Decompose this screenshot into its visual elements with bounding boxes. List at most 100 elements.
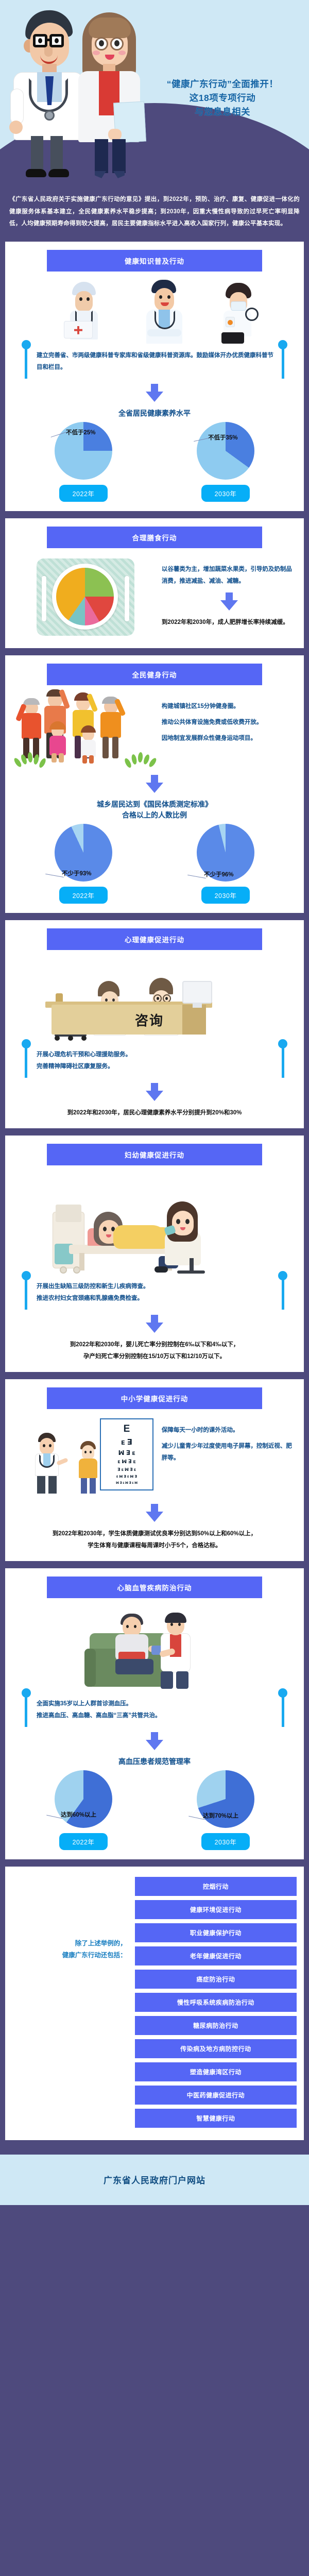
pie-bp-2030: [197, 1770, 254, 1828]
exercising-family-illustration: [12, 689, 159, 770]
section-reasonable-diet: 合理膳食行动 以谷薯类为主，增加蔬菜水果类，引导奶及奶制品消费，推进减盐、减油、…: [5, 518, 304, 648]
section-title-maternal-child: 妇幼健康促进行动: [47, 1143, 262, 1165]
action-item-occupational-health[interactable]: 职业健康保护行动: [134, 1923, 297, 1942]
pie-fitness-2030: [197, 823, 254, 882]
pie-fitness-2022: [55, 823, 112, 882]
year-pill-2022: 2022年: [59, 484, 108, 502]
mental-body-2: 完善精神障碍社区康复服务。: [37, 1063, 114, 1070]
action-item-healthy-environment[interactable]: 健康环境促进行动: [134, 1900, 297, 1919]
section-school-health: 中小学健康促进行动 E ᴇ ꓱ ꟽ ꓱ ᴇ ᴇ ꟽ ꓱ ᴇ ꓱ ᴇ ꟽ ꓱ ᴇ …: [5, 1379, 304, 1561]
section-body-reasonable-diet: 以谷薯类为主，增加蔬菜水果类，引导奶及奶制品消费，推进减盐、减油、减糖。: [161, 566, 292, 584]
pie-cell-bp-2022: 达到60%以上 2022年: [12, 1770, 154, 1850]
callout-bracket-health-knowledge: 建立完善省、市两级健康科普专家库和省级健康科普资源库。鼓励媒体开办优质健康科普节…: [22, 340, 287, 379]
section-cardio-cerebral: 心脑血管疾病防治行动 全面实施35岁以上人群首: [5, 1568, 304, 1859]
cardio-body-2: 推进高血压、高血糖、高血脂“三高”共管共治。: [37, 1712, 161, 1719]
hero-banner: “健康广东行动”全面推开！ 这18项专项行动 与您息息相关: [0, 0, 309, 185]
maternal-body-2: 推进农村妇女宫颈癌和乳腺癌免费检查。: [37, 1295, 143, 1301]
mental-target: 到2022年和2030年，居民心理健康素养水平分别提升到20%和30%: [67, 1109, 242, 1116]
arrow-down-icon: [144, 1314, 165, 1333]
year-pill-2030: 2030年: [201, 484, 250, 502]
arrow-down-icon: [144, 1503, 165, 1522]
balanced-plate-illustration: [36, 558, 134, 636]
leaf-decoration-right: [123, 748, 159, 770]
year-pill-bp-2022: 2022年: [59, 1833, 108, 1850]
counseling-sign-label: 咨询: [135, 1012, 164, 1028]
action-item-tobacco-control[interactable]: 控烟行动: [134, 1876, 297, 1896]
eye-chart-icon: E ᴇ ꓱ ꟽ ꓱ ᴇ ᴇ ꟽ ꓱ ᴇ ꓱ ᴇ ꟽ ꓱ ᴇ ᴇ ꟽ ꓱ ᴇ ꟽ …: [100, 1418, 153, 1490]
cardio-body-1: 全面实施35岁以上人群首诊测血压。: [37, 1700, 132, 1707]
maternal-body-1: 开展出生缺陷三级防控和新生儿疾病筛查。: [37, 1283, 149, 1290]
action-item-tcm-health[interactable]: 中医药健康促进行动: [134, 2085, 297, 2105]
pie-cell-2030: 不低于35% 2030年: [154, 421, 297, 502]
pie-chart-health-literacy: 不低于25% 2022年 不低于35% 2030年: [12, 421, 297, 502]
more-actions-lead-line1: 除了上述举例的，: [75, 1939, 127, 1947]
pie-cell-bp-2030: 达到70%以上 2030年: [154, 1770, 297, 1850]
section-title-national-fitness: 全民健身行动: [47, 663, 262, 685]
section-title-mental-health: 心理健康促进行动: [47, 928, 262, 950]
action-item-smart-health[interactable]: 智慧健康行动: [134, 2108, 297, 2128]
male-doctor-illustration: [9, 1, 88, 177]
ultrasound-scene-illustration: [12, 1173, 297, 1276]
chart-title-fitness-line2: 合格以上的人数比例: [122, 810, 187, 819]
monitor-icon: [182, 980, 212, 1004]
mental-body-1: 开展心理危机干预和心理援助服务。: [37, 1051, 131, 1058]
section-mental-health: 心理健康促进行动: [5, 920, 304, 1128]
arrow-down-icon: [144, 774, 165, 793]
action-item-diabetes[interactable]: 糖尿病防治行动: [134, 2015, 297, 2035]
action-item-healthy-bay-area[interactable]: 塑造健康湾区行动: [134, 2062, 297, 2081]
arrow-down-icon: [144, 383, 165, 402]
arrow-down-icon: [144, 1732, 165, 1750]
section-title-reasonable-diet: 合理膳食行动: [47, 526, 262, 548]
section-target-reasonable-diet: 到2022年和2030年，成人肥胖增长率持续减缓。: [161, 619, 289, 625]
pie-label-bp-2030: 达到70%以上: [203, 1812, 239, 1819]
pie-cell-fitness-2030: 不少于96% 2030年: [154, 823, 297, 904]
pie-bp-2022: [55, 1770, 112, 1828]
section-more-actions: 除了上述举例的， 健康广东行动还包括： 控烟行动 健康环境促进行动 职业健康保护…: [5, 1866, 304, 2140]
counseling-scene-illustration: 咨询: [12, 957, 297, 1044]
action-item-cancer-prevention[interactable]: 癌症防治行动: [134, 1969, 297, 1989]
year-pill-bp-2030: 2030年: [201, 1833, 250, 1850]
pie-label-2022: 不低于25%: [66, 429, 96, 436]
school-target-2: 学生体育与健康课程每周课时小于5个，合格达标。: [88, 1542, 221, 1549]
section-title-cardio-cerebral: 心脑血管疾病防治行动: [47, 1576, 262, 1598]
action-item-infectious-disease[interactable]: 传染病及地方病防控行动: [134, 2039, 297, 2058]
section-maternal-child: 妇幼健康促进行动: [5, 1135, 304, 1372]
footer-bar: 广东省人民政府门户网站: [0, 2154, 309, 2205]
pie-2022: [55, 421, 112, 480]
intro-paragraph: 《广东省人民政府关于实施健康广东行动的意见》提出，到2022年，预防、治疗、康复…: [9, 196, 300, 227]
arrow-down-icon: [144, 1082, 165, 1101]
fitness-body-3: 因地制宜发展群众性健身运动项目。: [161, 735, 256, 741]
chart-title-fitness-line1: 城乡居民达到《国民体质测定标准》: [97, 800, 212, 808]
hero-title: “健康广东行动”全面推开！ 这18项专项行动 与您息息相关: [145, 77, 300, 119]
callout-bracket-mental-health: 开展心理危机干预和心理援助服务。 完善精神障碍社区康复服务。: [22, 1039, 287, 1078]
pie-chart-fitness: 不少于93% 2022年 不少于96% 2030年: [12, 823, 297, 904]
more-actions-lead-line2: 健康广东行动还包括：: [62, 1952, 127, 1959]
chart-title-health-literacy: 全省居民健康素养水平: [118, 409, 191, 417]
school-body-1: 保障每天一小时的课外活动。: [161, 1427, 239, 1433]
year-pill-fitness-2022: 2022年: [59, 886, 108, 904]
pie-label-fitness-2022: 不少于93%: [62, 870, 92, 877]
more-actions-list: 控烟行动 健康环境促进行动 职业健康保护行动 老年健康促进行动 癌症防治行动 慢…: [134, 1876, 297, 2128]
action-item-chronic-respiratory[interactable]: 慢性呼吸系统疾病防治行动: [134, 1992, 297, 2012]
callout-bracket-cardio: 全面实施35岁以上人群首诊测血压。 推进高血压、高血糖、高血脂“三高”共管共治。: [22, 1688, 287, 1727]
section-health-knowledge: 健康知识普及行动: [5, 241, 304, 511]
action-item-elderly-health[interactable]: 老年健康促进行动: [134, 1946, 297, 1965]
blood-pressure-scene-illustration: [12, 1605, 297, 1693]
maternal-target-1: 到2022年和2030年，婴儿死亡率分别控制在6‰以下和4‰以下，: [70, 1341, 239, 1348]
pie-cell-fitness-2022: 不少于93% 2022年: [12, 823, 154, 904]
three-doctors-illustration: [12, 279, 297, 345]
section-title-health-knowledge: 健康知识普及行动: [47, 249, 262, 272]
hero-title-line2: 这18项专项行动: [189, 93, 256, 104]
footer-site-name: 广东省人民政府门户网站: [104, 2176, 205, 2186]
chart-title-bp-management: 高血压患者规范管理率: [118, 1757, 191, 1766]
more-actions-lead: 除了上述举例的， 健康广东行动还包括：: [12, 1877, 130, 1962]
pie-2030: [197, 421, 254, 480]
hero-title-line1: “健康广东行动”全面推开！: [166, 79, 279, 89]
callout-bracket-maternal-child: 开展出生缺陷三级防控和新生儿疾病筛查。 推进农村妇女宫颈癌和乳腺癌免费检查。: [22, 1270, 287, 1310]
hero-title-line3: 与您息息相关: [195, 107, 250, 117]
fork-icon: [41, 575, 46, 621]
section-national-fitness: 全民健身行动: [5, 655, 304, 913]
fitness-body-2: 推动公共体育设施免费或低收费开放。: [161, 719, 263, 725]
fitness-body-1: 构建城镇社区15分钟健身圈。: [161, 703, 239, 709]
